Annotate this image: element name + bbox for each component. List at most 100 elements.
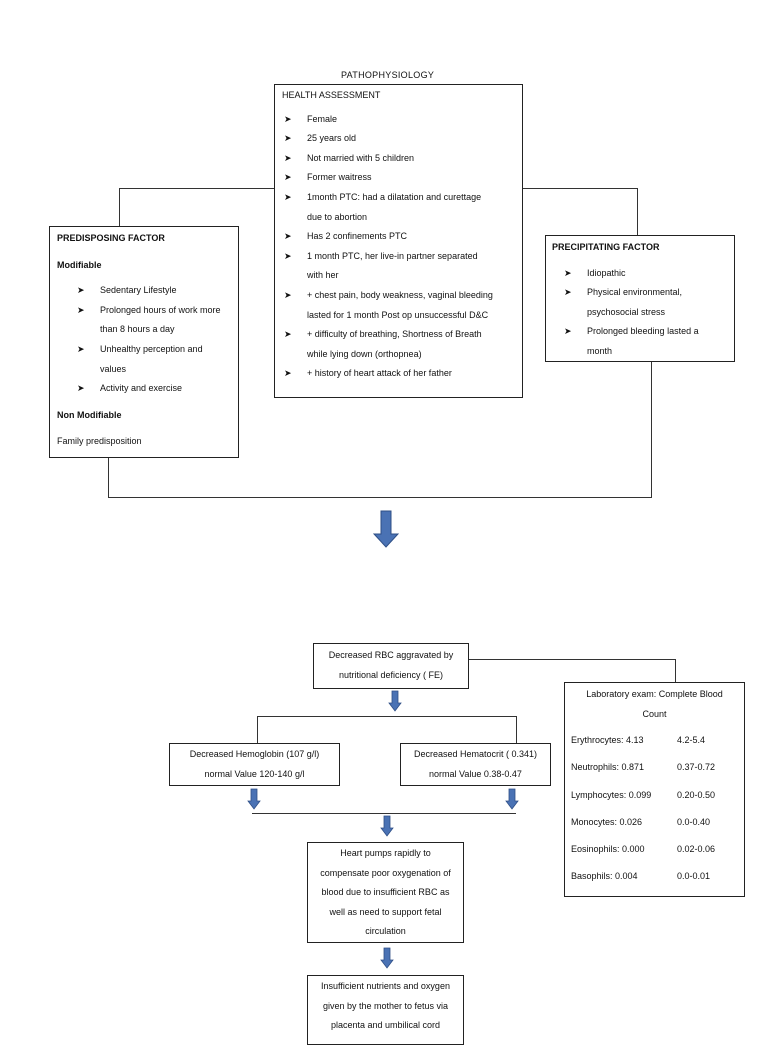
health-assessment-text: 25 years old bbox=[307, 133, 357, 144]
lab-row-normal-range: 4.2-5.4 bbox=[677, 735, 706, 746]
precipitating-text: psychosocial stress bbox=[587, 306, 666, 317]
lab-row: Lymphocytes: 0.099 0.20-0.50 bbox=[571, 786, 738, 806]
health-assessment-list: ➤ Female ➤ 25 years old ➤Not married with 5 … bbox=[282, 110, 515, 384]
lab-row-normal-range: 0.02-0.06 bbox=[677, 843, 716, 854]
health-assessment-heading: HEALTH ASSESSMENT bbox=[282, 90, 381, 100]
non-modifiable-value: Family predisposition bbox=[57, 436, 142, 447]
precipitating-text: Physical environmental, bbox=[587, 287, 683, 298]
arrow-bullet-icon: ➤ bbox=[77, 343, 85, 354]
lab-title-line: Count bbox=[642, 708, 667, 719]
modifiable-text: Prolonged hours of work more bbox=[100, 304, 221, 315]
connector-line bbox=[119, 188, 274, 189]
arrow-bullet-icon: ➤ bbox=[284, 191, 292, 202]
down-arrow-icon bbox=[380, 815, 394, 837]
nutrients-line: given by the mother to fetus via bbox=[322, 1000, 449, 1011]
lab-row: Monocytes: 0.026 0.0-0.40 bbox=[571, 813, 738, 833]
connector-line bbox=[119, 188, 120, 227]
health-assessment-item: ➤+ difficulty of breathing, Shortness of… bbox=[282, 325, 515, 364]
arrow-bullet-icon: ➤ bbox=[284, 368, 292, 379]
health-assessment-item: ➤ + chest pain, body weakness, vaginal bl… bbox=[282, 286, 515, 325]
arrow-bullet-icon: ➤ bbox=[284, 289, 292, 300]
connector-line bbox=[108, 497, 652, 498]
arrow-bullet-icon: ➤ bbox=[284, 152, 292, 163]
decreased-hematocrit-box: Decreased Hematocrit ( 0.341) normal Val… bbox=[400, 743, 551, 786]
lab-row: Eosinophils: 0.000 0.02-0.06 bbox=[571, 840, 738, 860]
lab-exam-box: Laboratory exam: Complete Blood Count Er… bbox=[564, 682, 745, 897]
lab-title: Laboratory exam: Complete Blood Count bbox=[571, 685, 738, 724]
connector-line bbox=[108, 457, 109, 498]
rbc-line: Decreased RBC aggravated by bbox=[328, 650, 454, 660]
health-assessment-text: Female bbox=[307, 113, 338, 124]
heart-line: blood due to insufficient RBC as bbox=[321, 887, 450, 898]
precipitating-item: ➤ Idiopathic bbox=[562, 264, 728, 284]
modifiable-text: Unhealthy perception and bbox=[100, 343, 203, 354]
arrow-bullet-icon: ➤ bbox=[284, 250, 292, 261]
modifiable-item: ➤ Unhealthy perception and values bbox=[75, 340, 231, 379]
decreased-hemoglobin-box: Decreased Hemoglobin (107 g/l) normal Va… bbox=[169, 743, 340, 786]
insufficient-nutrients-box: Insufficient nutrients and oxygen given … bbox=[307, 975, 464, 1045]
health-assessment-text: + difficulty of breathing, Shortness of … bbox=[307, 329, 482, 340]
arrow-bullet-icon: ➤ bbox=[564, 267, 572, 278]
heart-line: compensate poor oxygenation of bbox=[320, 867, 451, 878]
arrow-bullet-icon: ➤ bbox=[564, 287, 572, 298]
arrow-bullet-icon: ➤ bbox=[77, 285, 85, 296]
health-assessment-box: HEALTH ASSESSMENT ➤ Female ➤ 25 years old ➤N… bbox=[274, 84, 523, 398]
precipitating-heading: PRECIPITATING FACTOR bbox=[552, 242, 660, 252]
connector-line bbox=[469, 659, 676, 660]
non-modifiable-label: Non Modifiable bbox=[57, 409, 122, 420]
lab-row-value: Lymphocytes: 0.099 bbox=[571, 789, 652, 800]
lab-row: Neutrophils: 0.871 0.37-0.72 bbox=[571, 758, 738, 778]
hematocrit-line: Decreased Hematocrit ( 0.341) bbox=[413, 749, 538, 759]
lab-row-value: Monocytes: 0.026 bbox=[571, 816, 643, 827]
lab-row-normal-range: 0.0-0.01 bbox=[677, 871, 711, 882]
precipitating-text: month bbox=[587, 345, 613, 356]
connector-line bbox=[252, 813, 516, 814]
lab-row-normal-range: 0.20-0.50 bbox=[677, 789, 716, 800]
arrow-bullet-icon: ➤ bbox=[564, 326, 572, 337]
health-assessment-text: + chest pain, body weakness, vaginal ble… bbox=[307, 289, 493, 300]
health-assessment-item: ➤+ history of heart attack of her father bbox=[282, 364, 515, 384]
modifiable-text: values bbox=[100, 363, 127, 374]
connector-line bbox=[675, 659, 676, 682]
precipitating-list: ➤ Idiopathic ➤ Physical environmental, psych… bbox=[552, 264, 728, 362]
health-assessment-item: ➤ 25 years old bbox=[282, 129, 515, 149]
modifiable-item: ➤Sedentary Lifestyle bbox=[75, 281, 231, 301]
arrow-bullet-icon: ➤ bbox=[284, 231, 292, 242]
connector-line bbox=[516, 716, 517, 743]
arrow-bullet-icon: ➤ bbox=[284, 172, 292, 183]
hemoglobin-line: normal Value 120-140 g/l bbox=[204, 768, 305, 779]
health-assessment-text: Has 2 confinements PTC bbox=[307, 231, 408, 242]
down-arrow-icon bbox=[380, 947, 394, 969]
health-assessment-item: ➤ Has 2 confinements PTC bbox=[282, 227, 515, 247]
health-assessment-text: with her bbox=[307, 270, 339, 281]
heart-line: Heart pumps rapidly to bbox=[340, 848, 431, 858]
modifiable-item: ➤Activity and exercise bbox=[75, 379, 231, 399]
down-arrow-large-icon bbox=[373, 510, 399, 548]
precipitating-text: Idiopathic bbox=[587, 267, 626, 278]
diagram-title: PATHOPHYSIOLOGY bbox=[341, 70, 435, 80]
precipitating-factor-box: PRECIPITATING FACTOR ➤ Idiopathic ➤ Physica… bbox=[545, 235, 735, 362]
lab-row-normal-range: 0.37-0.72 bbox=[677, 762, 716, 773]
arrow-bullet-icon: ➤ bbox=[284, 133, 292, 144]
down-arrow-icon bbox=[388, 690, 402, 712]
precipitating-item: ➤ Physical environmental, psychosocial str… bbox=[562, 283, 728, 322]
modifiable-list: ➤Sedentary Lifestyle➤Prolonged hours of … bbox=[57, 281, 231, 399]
lab-row-value: Eosinophils: 0.000 bbox=[571, 843, 645, 854]
decreased-rbc-box: Decreased RBC aggravated by nutritional … bbox=[313, 643, 469, 689]
connector-line bbox=[257, 716, 258, 743]
health-assessment-text: while lying down (orthopnea) bbox=[307, 348, 422, 359]
lab-row-normal-range: 0.0-0.40 bbox=[677, 816, 711, 827]
arrow-bullet-icon: ➤ bbox=[77, 383, 85, 394]
lab-row-value: Neutrophils: 0.871 bbox=[571, 762, 645, 773]
nutrients-line: Insufficient nutrients and oxygen bbox=[321, 981, 450, 991]
health-assessment-text: due to abortion bbox=[307, 211, 368, 222]
modifiable-text: than 8 hours a day bbox=[100, 324, 175, 335]
health-assessment-text: 1month PTC: had a dilatation and curetta… bbox=[307, 191, 482, 202]
modifiable-label: Modifiable bbox=[57, 259, 102, 270]
health-assessment-item: ➤Former waitress bbox=[282, 168, 515, 188]
lab-row-value: Erythrocytes: 4.13 bbox=[571, 735, 644, 746]
health-assessment-item: ➤Not married with 5 children bbox=[282, 149, 515, 169]
